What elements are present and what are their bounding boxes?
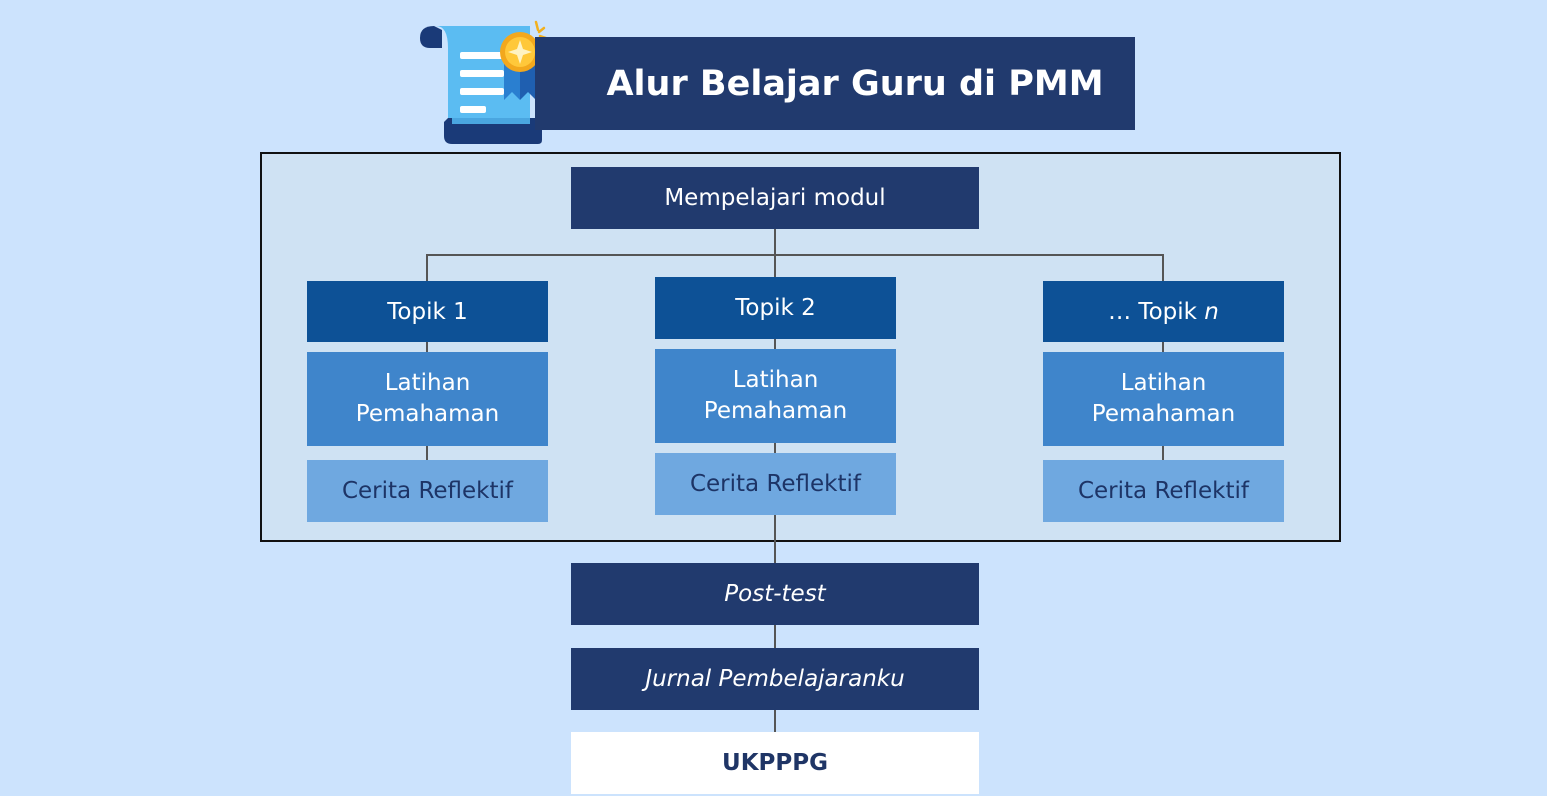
topic-n-cerita-node: Cerita Reflektif bbox=[1043, 460, 1284, 522]
topic-n-node: … Topik n bbox=[1043, 281, 1284, 342]
post-test-node: Post-test bbox=[571, 563, 979, 625]
connector-to-jurnal bbox=[774, 625, 776, 649]
root-node: Mempelajari modul bbox=[571, 167, 979, 229]
topic-n-letter: n bbox=[1204, 298, 1219, 325]
connector-horizontal bbox=[426, 254, 1164, 256]
connector-to-posttest bbox=[774, 515, 776, 564]
topic-1-latihan-node: Latihan Pemahaman bbox=[307, 352, 548, 446]
connector-topicn bbox=[1162, 254, 1164, 282]
connector-t2-latihan bbox=[774, 339, 776, 351]
ukpppg-node: UKPPPG bbox=[571, 732, 979, 794]
topic-2-node: Topik 2 bbox=[655, 277, 896, 339]
connector-to-final bbox=[774, 709, 776, 733]
connector-t2-cerita bbox=[774, 442, 776, 454]
jurnal-node: Jurnal Pembelajaranku bbox=[571, 648, 979, 710]
topic-n-prefix: … Topik bbox=[1108, 298, 1205, 325]
connector-tn-latihan bbox=[1162, 342, 1164, 354]
page-title: Alur Belajar Guru di PMM bbox=[535, 37, 1135, 130]
connector-t1-cerita bbox=[426, 445, 428, 461]
topic-n-latihan-node: Latihan Pemahaman bbox=[1043, 352, 1284, 446]
topic-1-node: Topik 1 bbox=[307, 281, 548, 342]
topic-1-cerita-node: Cerita Reflektif bbox=[307, 460, 548, 522]
certificate-icon bbox=[420, 20, 548, 144]
topic-2-latihan-node: Latihan Pemahaman bbox=[655, 349, 896, 443]
connector-topic1 bbox=[426, 254, 428, 282]
connector-t1-latihan bbox=[426, 342, 428, 354]
connector-topic2 bbox=[774, 254, 776, 278]
connector-root-down bbox=[774, 229, 776, 255]
connector-tn-cerita bbox=[1162, 445, 1164, 461]
topic-2-cerita-node: Cerita Reflektif bbox=[655, 453, 896, 515]
